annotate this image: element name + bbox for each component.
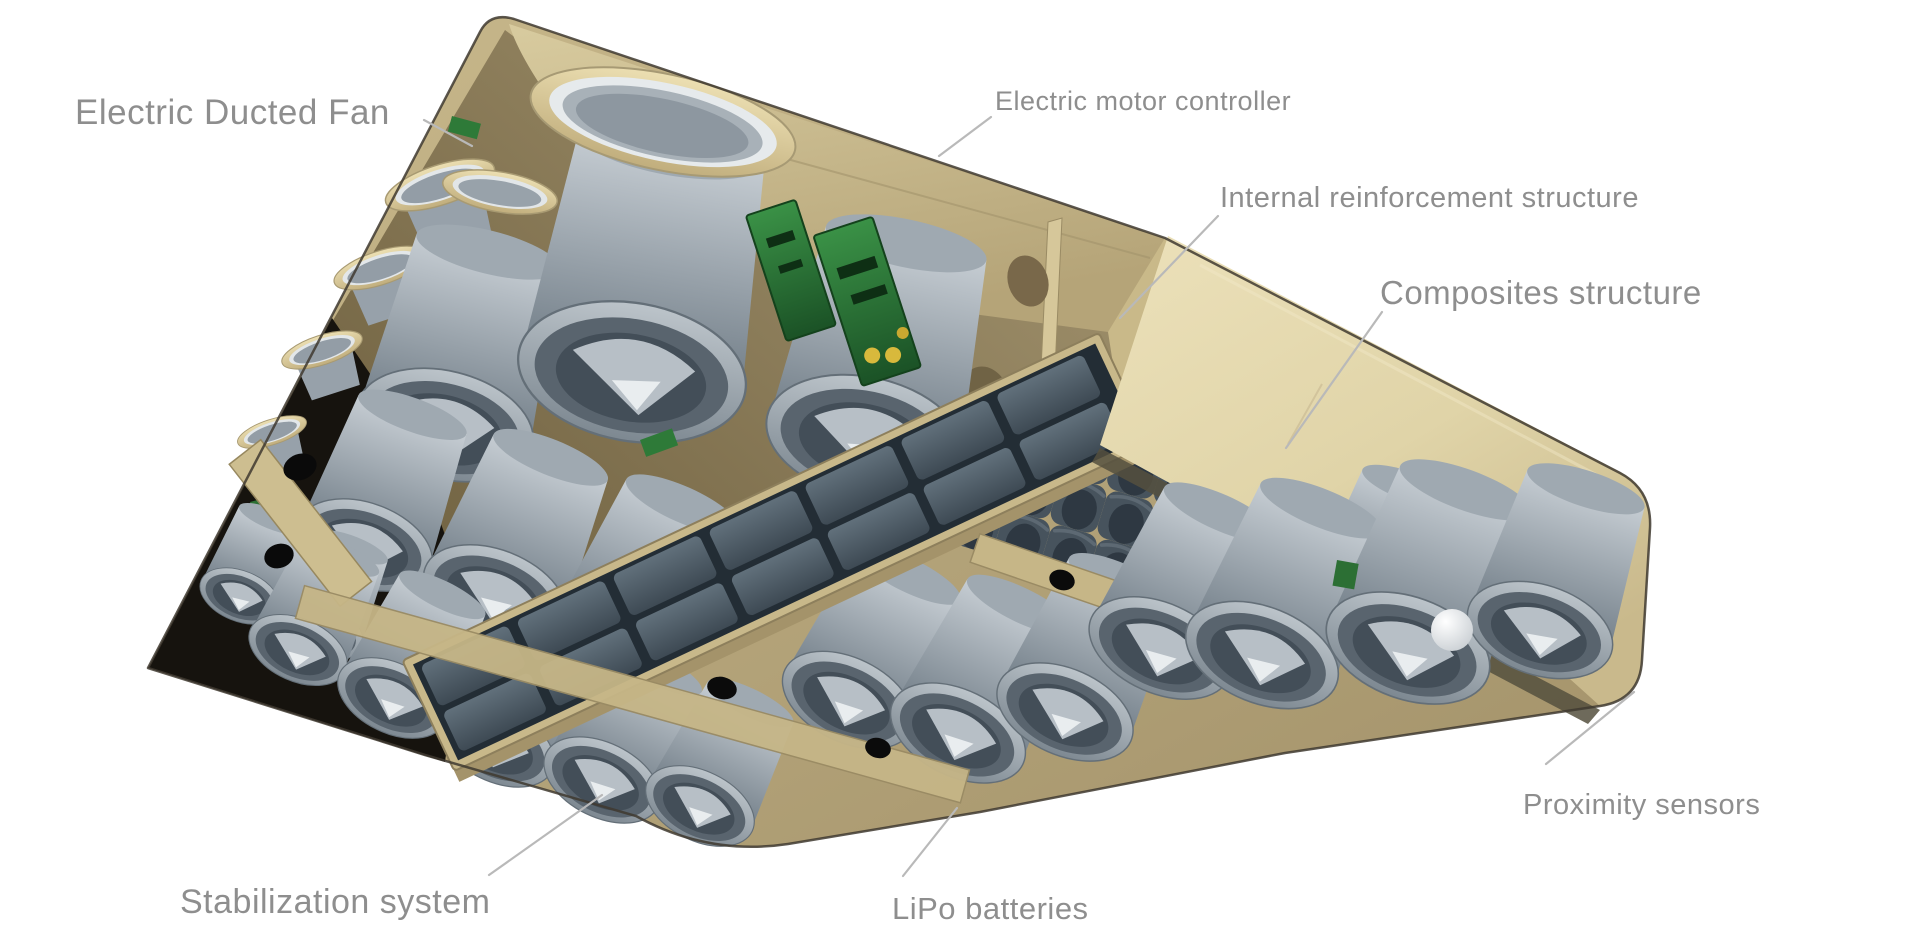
electric-ducted-fans — [284, 66, 1010, 713]
small-pcb-fragment — [1332, 559, 1359, 590]
label-lipo-batteries: LiPo batteries — [892, 891, 1089, 926]
fan-inlet-collar-large — [529, 66, 797, 178]
proximity-sensor-ball — [1431, 609, 1473, 651]
leader-internal-reinforcement — [1118, 214, 1220, 320]
right-duct-group — [1072, 440, 1664, 731]
leader-composites-structure — [1284, 310, 1384, 450]
label-electric-motor-controller: Electric motor controller — [995, 86, 1291, 116]
label-proximity-sensors: Proximity sensors — [1523, 789, 1760, 821]
leader-proximity-sensors — [1544, 690, 1636, 766]
label-electric-ducted-fan: Electric Ducted Fan — [75, 93, 390, 132]
motor-controller-pcb — [745, 199, 922, 387]
label-stabilization-system: Stabilization system — [180, 883, 490, 921]
hull-outline — [146, 15, 1652, 849]
label-internal-reinforcement-structure: Internal reinforcement structure — [1220, 182, 1639, 214]
leader-electric-motor-controller — [937, 115, 993, 158]
fan-inlet-collar — [442, 169, 558, 215]
leader-lipo-batteries — [901, 806, 959, 878]
leader-stabilization-system — [487, 793, 604, 877]
lightening-hole — [1007, 255, 1049, 307]
callout-labels: Electric Ducted Fan Electric motor contr… — [75, 86, 1760, 926]
leader-lines — [422, 115, 1636, 878]
leader-electric-ducted-fan — [422, 118, 474, 148]
label-composites-structure: Composites structure — [1380, 274, 1702, 311]
